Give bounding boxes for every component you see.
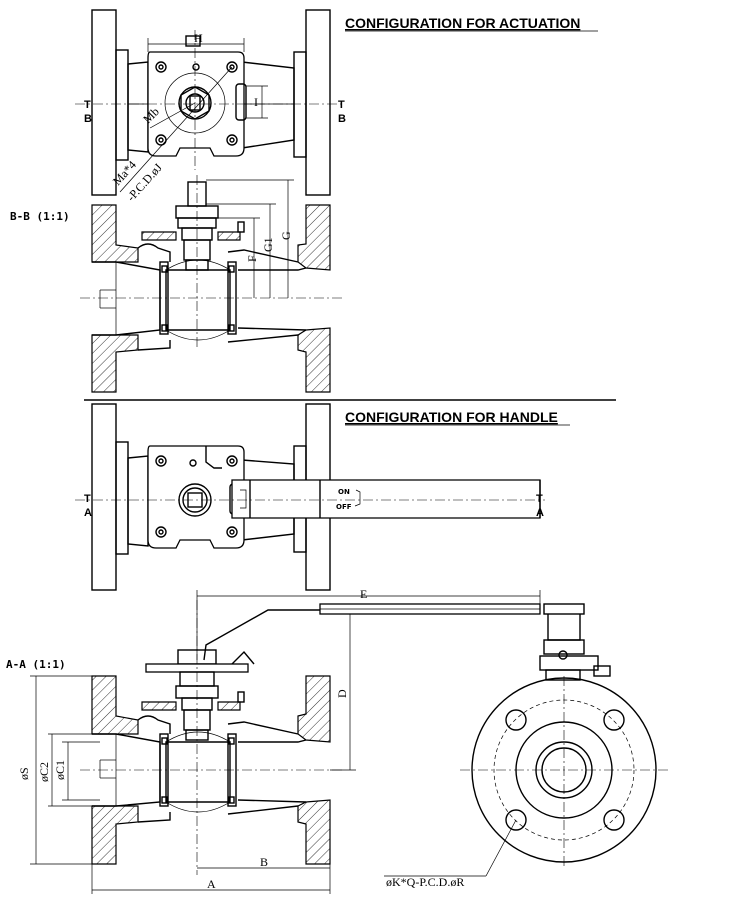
dim-g1-label: G1	[261, 237, 275, 252]
dim-b-label: B	[260, 855, 268, 869]
dim-s-label: øS	[17, 767, 31, 780]
section-aa-view: E D øS øC2 øC1 B A	[17, 587, 541, 894]
dim-h-label: H	[194, 31, 203, 45]
section-aa-label: A-A (1:1)	[6, 658, 66, 671]
heading-handle: CONFIGURATION FOR HANDLE	[345, 409, 558, 425]
flange-end-view: øK*Q-P.C.D.øR	[384, 603, 668, 889]
dim-f-label: F	[245, 255, 259, 262]
section-marker-handle-left-a: A	[84, 507, 92, 519]
dim-c1-label: øC1	[53, 760, 67, 780]
section-marker-left-t: T	[84, 99, 91, 111]
dim-a-label: A	[207, 877, 216, 891]
section-marker-handle-left-t: T	[84, 493, 91, 505]
dim-e-label: E	[360, 587, 367, 601]
section-marker-left-b: B	[84, 113, 92, 125]
section-bb-label: B-B (1:1)	[10, 210, 70, 223]
handle-top-view: ON OFF T A T A	[75, 403, 545, 591]
dim-i-label: I	[254, 95, 258, 109]
handle-off-mark: OFF	[336, 503, 352, 511]
section-marker-handle-right-t: T	[536, 493, 543, 505]
heading-actuation: CONFIGURATION FOR ACTUATION	[345, 15, 580, 31]
handle-on-mark: ON	[338, 488, 350, 496]
actuation-top-view: H I Mb Ma*4 -P.C.D.øJ T B T B	[75, 9, 346, 204]
dim-g-label: G	[279, 231, 293, 240]
section-marker-right-b: B	[338, 113, 346, 125]
section-marker-handle-right-a: A	[536, 507, 544, 519]
dim-d-label: D	[335, 689, 349, 698]
dim-flange-bolt-label: øK*Q-P.C.D.øR	[386, 875, 464, 889]
dim-c2-label: øC2	[37, 762, 51, 782]
section-bb-view: F G1 G	[80, 175, 345, 393]
section-marker-right-t: T	[338, 99, 345, 111]
